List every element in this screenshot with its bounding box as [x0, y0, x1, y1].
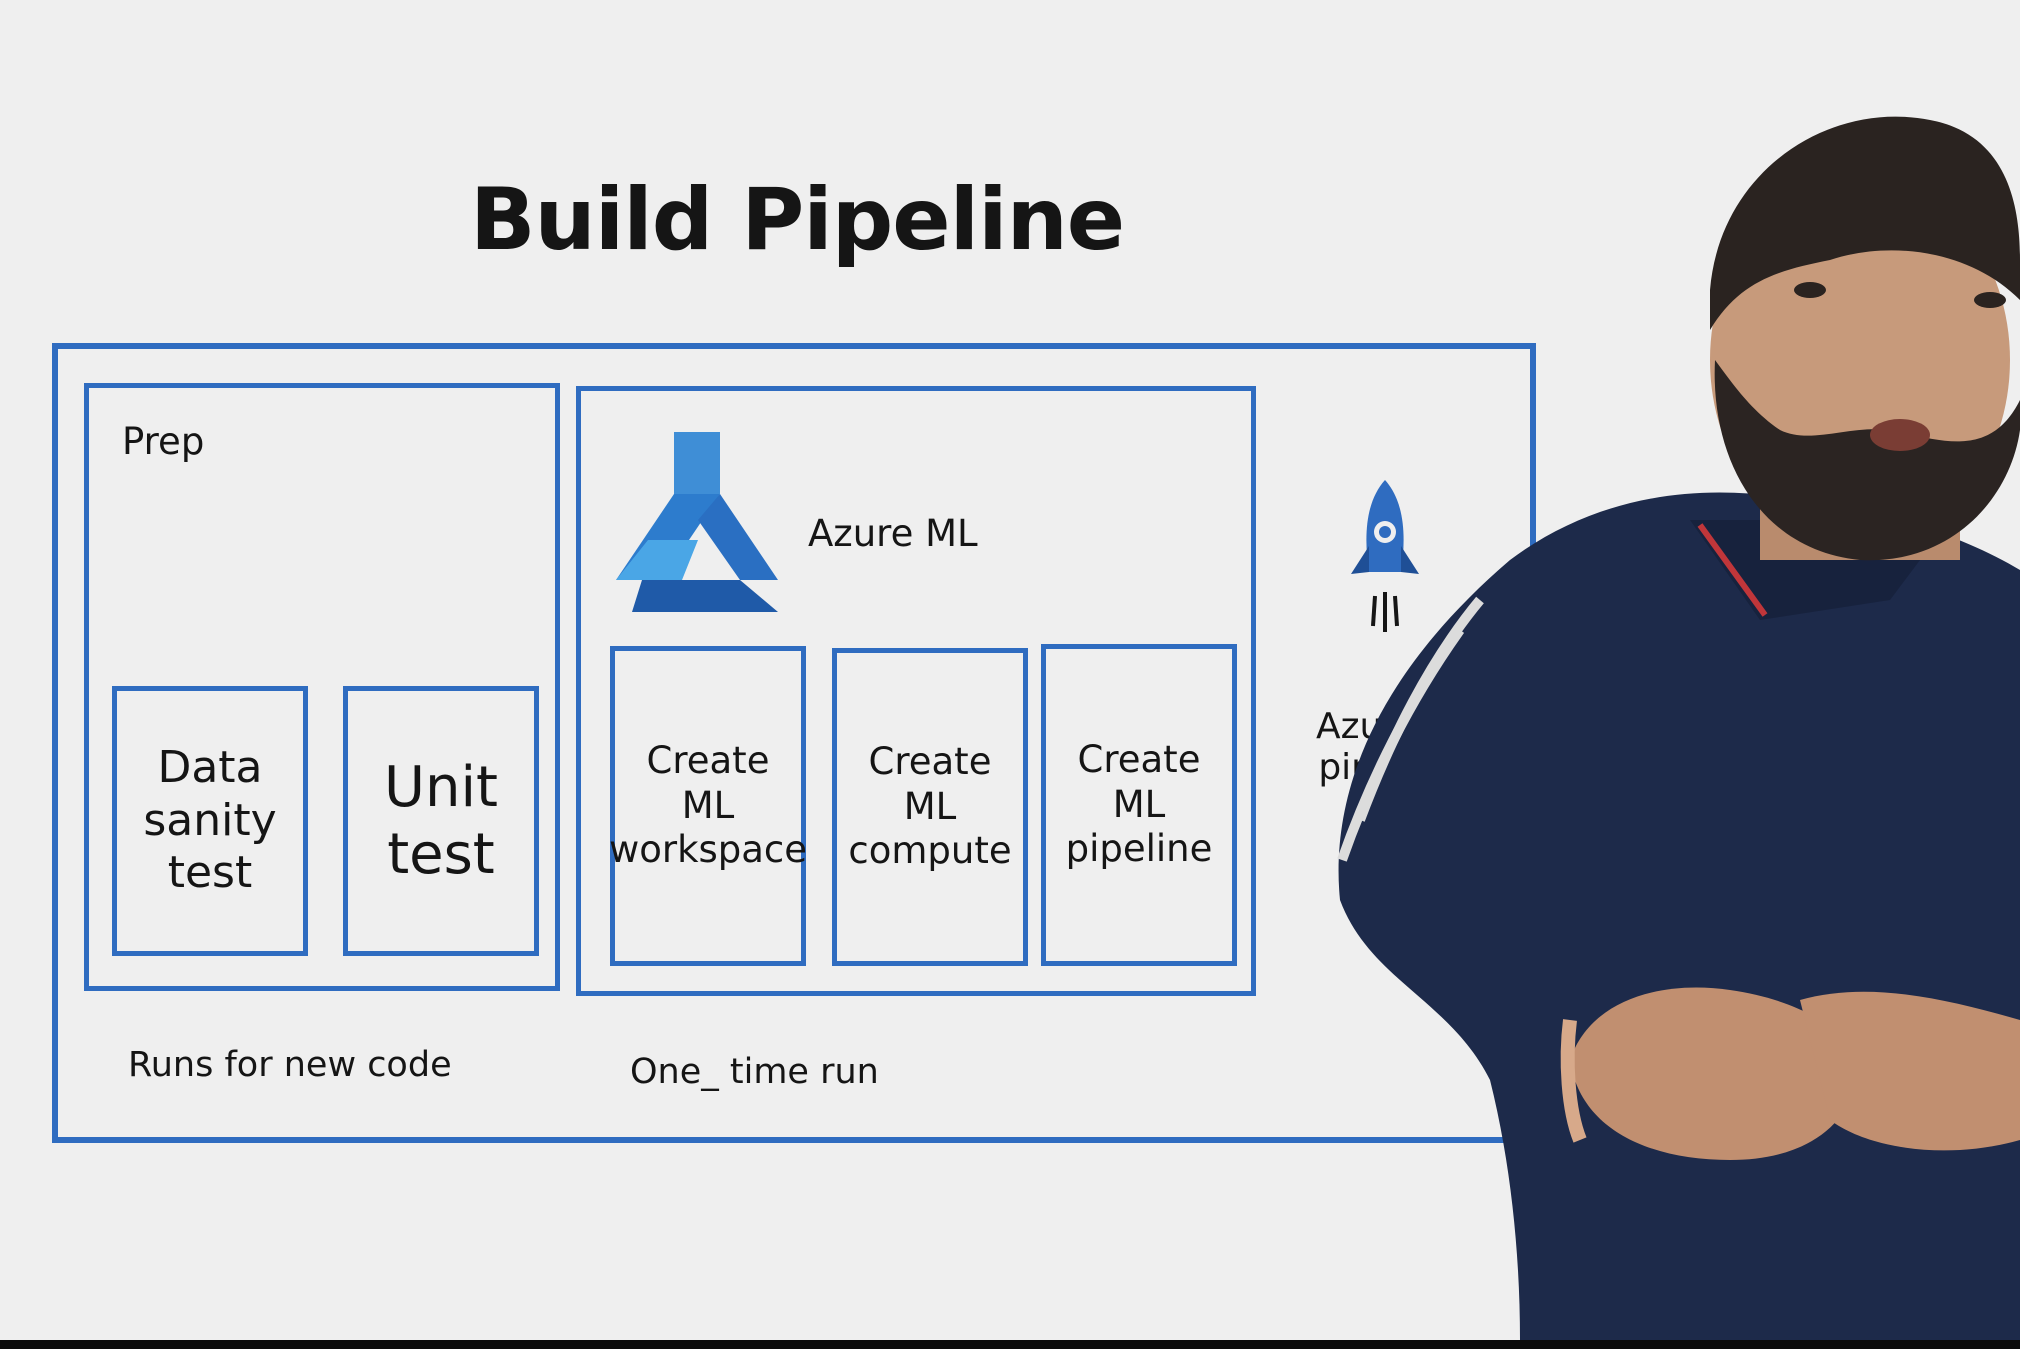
page-title: Build Pipeline [470, 170, 1125, 270]
step-create-ml-workspace: Create ML workspace [609, 646, 807, 966]
presenter-figure [1337, 116, 2020, 1340]
azure-ml-logo-icon [616, 432, 778, 612]
prep-section [84, 383, 560, 991]
azure-ml-label: Azure ML [808, 512, 978, 555]
prep-note: Runs for new code [128, 1045, 452, 1085]
azure-ml-section [576, 386, 1256, 996]
step-create-ml-compute: Create ML compute [832, 648, 1028, 966]
bottom-bar [0, 1340, 2020, 1349]
step-data-sanity-test: Data sanity test [112, 686, 308, 956]
step-create-ml-pipeline: Create ML pipeline [1041, 644, 1237, 966]
step-unit-test: Unit test [343, 686, 539, 956]
azure-ml-note: One_ time run [630, 1052, 879, 1092]
rocket-icon [1351, 480, 1419, 632]
prep-label: Prep [122, 420, 205, 463]
